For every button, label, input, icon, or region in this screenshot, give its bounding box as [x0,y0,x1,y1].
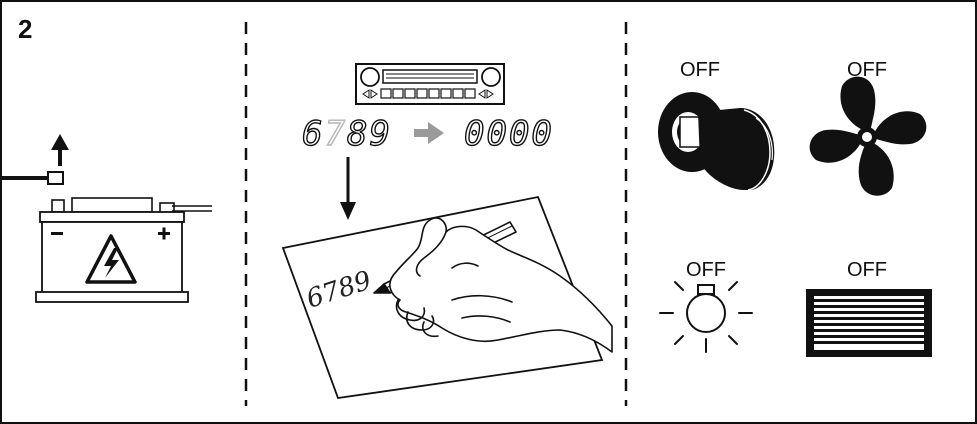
lights-off-label: OFF [686,259,726,281]
code-after: 0000 [464,114,554,154]
rear-defrost-icon [806,289,932,357]
positive-sign [158,227,170,240]
switch-off-panel: OFF OFF OFF OFF [658,59,932,357]
arrow-right-icon [414,122,444,144]
code-before-suffix: 89 [347,114,392,154]
code-before: 6789 [302,114,392,154]
defrost-off-label: OFF [847,259,887,281]
step-number: 2 [18,14,32,44]
radio-icon [355,63,505,105]
fan-icon [809,76,927,196]
arrow-down-icon [340,157,356,220]
fan-off-label: OFF [847,59,887,81]
battery-icon [35,197,212,303]
ignition-key-icon [658,92,775,191]
warning-high-voltage-icon [85,234,137,284]
hand-writing-icon [373,217,613,353]
light-bulb-icon [659,281,753,353]
cable-terminal [47,171,64,185]
arrow-up-icon [51,134,69,166]
code-before-faded-digit: 7 [324,114,346,154]
code-before-prefix: 6 [302,114,324,154]
negative-sign [51,232,63,235]
radio-code-panel: 6789 0000 6789 [281,63,613,399]
ignition-off-label: OFF [680,59,720,81]
battery-panel [2,134,212,303]
